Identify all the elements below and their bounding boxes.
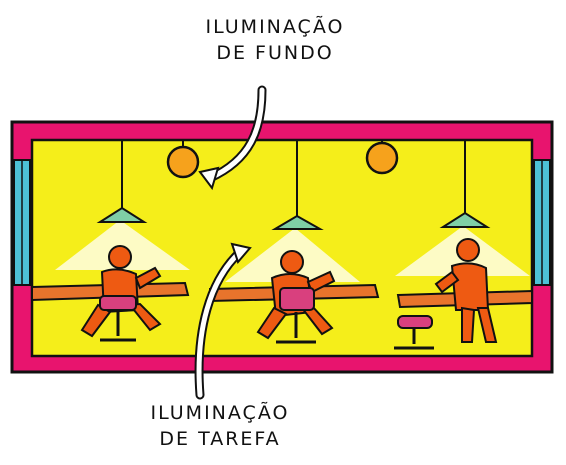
task-lighting-line1: ILUMINAÇÃO [150, 402, 290, 424]
background-light-2 [365, 140, 399, 175]
worker-3 [434, 238, 498, 343]
background-lighting-line1: ILUMINAÇÃO [205, 16, 345, 38]
task-lighting-label: ILUMINAÇÃO DE TAREFA [95, 400, 345, 452]
worker-2 [256, 250, 336, 344]
task-lighting-line2: DE TAREFA [159, 428, 281, 450]
arrow-task-lighting [194, 242, 252, 400]
arrow-background-lighting [198, 85, 267, 191]
worker-1 [80, 245, 162, 342]
background-lighting-line2: DE FUNDO [216, 42, 334, 64]
background-light-1 [166, 140, 200, 179]
background-lighting-label: ILUMINAÇÃO DE FUNDO [150, 14, 400, 66]
task-lamp-1 [55, 140, 190, 270]
empty-chair [394, 315, 434, 350]
